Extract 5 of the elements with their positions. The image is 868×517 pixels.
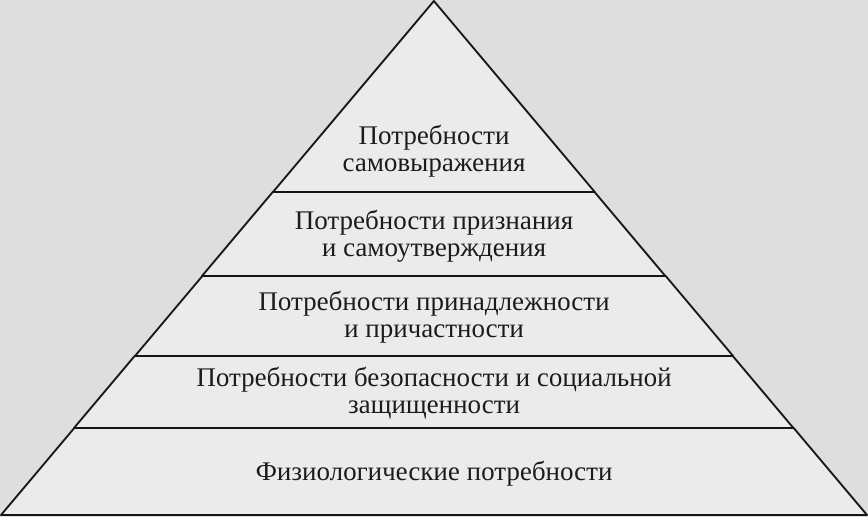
tier-label: Физиологические потребности: [254, 458, 614, 485]
tier-label: Потребности принадлежности и причастности: [257, 288, 611, 342]
tier-label: Потребности признания и самоутверждения: [294, 207, 574, 261]
tier-label: Потребности самовыражения: [342, 122, 526, 176]
tier-label: Потребности безопасности и социальной защищенности: [195, 364, 673, 418]
